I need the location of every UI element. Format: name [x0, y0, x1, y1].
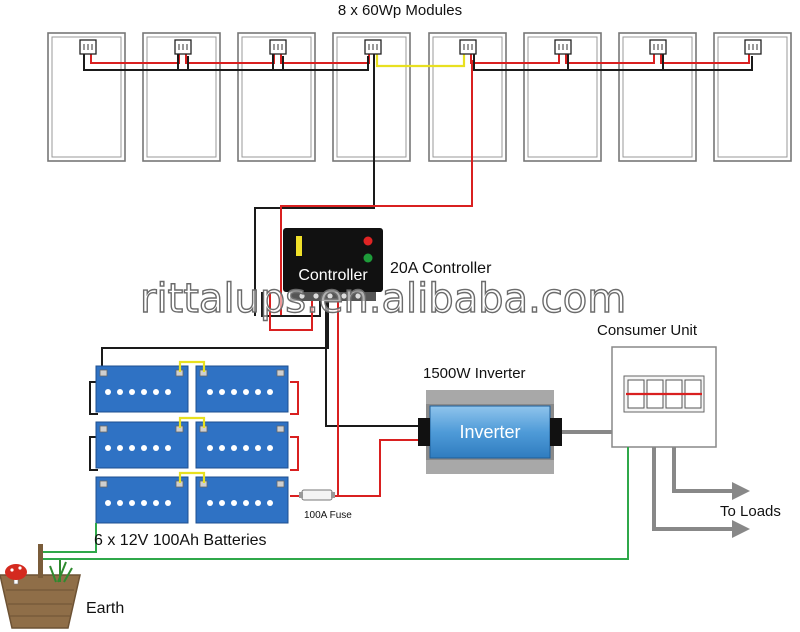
controller-terminal-strip: [290, 292, 376, 301]
battery-negative-cable: [101, 296, 329, 368]
controller-wiring: [101, 292, 424, 497]
battery-6: [195, 476, 289, 524]
earth-label: Earth: [86, 600, 125, 617]
controller-indicator-yellow: [296, 236, 302, 256]
load-arrow-icon: [732, 482, 750, 500]
panel-wiring: [83, 54, 753, 316]
solar-panel-5: [428, 32, 507, 162]
consumer-unit-label: Consumer Unit: [597, 322, 698, 339]
inverter-body-text: Inverter: [459, 422, 520, 442]
yellow-link-wire: [375, 54, 466, 68]
inverter-label: 1500W Inverter: [423, 365, 526, 382]
controller-led-red: [363, 236, 373, 246]
inverter: Inverter: [418, 390, 562, 474]
watermark-text: rittalups.en.alibaba.com: [139, 275, 627, 322]
battery-2: [195, 365, 289, 413]
battery-5: [95, 476, 189, 524]
battery-3: [95, 421, 189, 469]
loads-label: To Loads: [720, 503, 781, 520]
battery-4: [195, 421, 289, 469]
controller-led-green: [363, 253, 373, 263]
diagram-title: 8 x 60Wp Modules: [337, 2, 463, 19]
inverter-positive-cable: [338, 439, 424, 497]
array-negative-wire: [254, 54, 375, 316]
load-arrow-icon: [732, 520, 750, 538]
solar-panel-4: [332, 32, 411, 162]
mushroom-icon: [5, 564, 27, 580]
batteries-label: 6 x 12V 100Ah Batteries: [94, 532, 267, 549]
controller-display-text: Controller: [298, 267, 368, 284]
fuse-label: 100A Fuse: [304, 510, 352, 521]
controller-label: 20A Controller: [390, 260, 492, 277]
battery-bank: [89, 360, 299, 524]
solar-panel-array: [47, 32, 792, 162]
charge-controller: Controller: [283, 228, 383, 301]
fuse: [299, 489, 335, 501]
battery-1: [95, 365, 189, 413]
inverter-negative-cable: [325, 296, 424, 427]
array-positive-wire: [280, 60, 473, 316]
consumer-unit: [611, 346, 717, 448]
grass-icon: [49, 560, 73, 583]
panel-junction-boxes: [79, 39, 762, 55]
earth-pot-icon: [0, 544, 81, 629]
load-outputs: [652, 447, 734, 531]
